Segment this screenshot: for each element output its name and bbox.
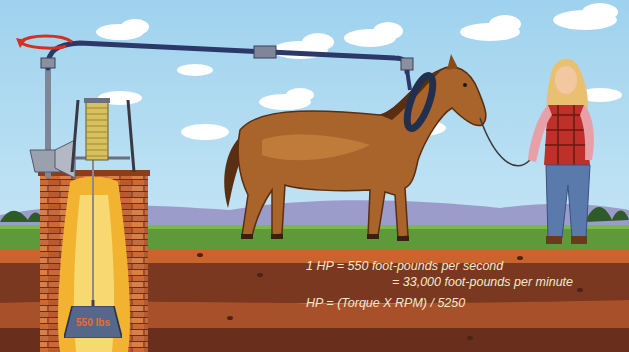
- horse-collar: [402, 73, 438, 132]
- pebble: [577, 288, 583, 292]
- beam-coupling: [254, 46, 276, 58]
- hoof: [397, 236, 409, 241]
- frame-post: [128, 100, 134, 172]
- arrow-head: [16, 38, 26, 48]
- pebble: [197, 253, 203, 257]
- horse-eye: [463, 83, 467, 87]
- beam-joint: [401, 58, 413, 70]
- cloud: [286, 88, 314, 102]
- formula-text: HP = (Torque X RPM) / 5250: [306, 296, 465, 310]
- cloud: [121, 19, 149, 35]
- hooves: [241, 234, 409, 241]
- drum-cap: [84, 98, 110, 103]
- pebble: [227, 316, 233, 320]
- horse-ear: [447, 54, 458, 70]
- horse-body: [238, 67, 486, 238]
- hoof: [241, 234, 253, 239]
- pebble: [257, 273, 263, 277]
- cloud: [582, 3, 618, 21]
- sweep-beam: [48, 43, 407, 72]
- cloud: [302, 33, 334, 51]
- formula-text: 1 HP = 550 foot-pounds per second: [306, 259, 503, 273]
- trees: [0, 211, 44, 222]
- beam-arm: [407, 70, 410, 90]
- hook: [92, 300, 95, 306]
- rotation-arrow: [20, 36, 72, 48]
- trees: [585, 207, 629, 222]
- formula-text: = 33,000 foot-pounds per minute: [392, 275, 573, 289]
- cloud: [489, 15, 521, 33]
- cloud: [373, 22, 403, 40]
- weight-shape: [64, 306, 122, 338]
- woman-arm: [528, 105, 552, 162]
- woman-arm: [580, 105, 594, 160]
- pebbles: [197, 253, 583, 340]
- weight-label: 550 lbs: [64, 317, 122, 328]
- pebble: [467, 336, 473, 340]
- lead-rope: [480, 118, 530, 166]
- rope-winding: [86, 108, 108, 156]
- jeans: [546, 165, 590, 238]
- hoof: [367, 234, 379, 239]
- cloud: [181, 124, 229, 140]
- horse-highlight: [262, 135, 370, 161]
- boot: [571, 236, 587, 244]
- pebble: [517, 256, 523, 260]
- hoof: [271, 234, 283, 239]
- rope-drum: [86, 102, 108, 160]
- boot: [546, 236, 562, 244]
- woman-face: [555, 66, 577, 94]
- cloud: [177, 64, 213, 76]
- shaft-cap: [41, 58, 55, 68]
- weight-block: 550 lbs: [64, 306, 122, 338]
- frame-post: [72, 100, 78, 172]
